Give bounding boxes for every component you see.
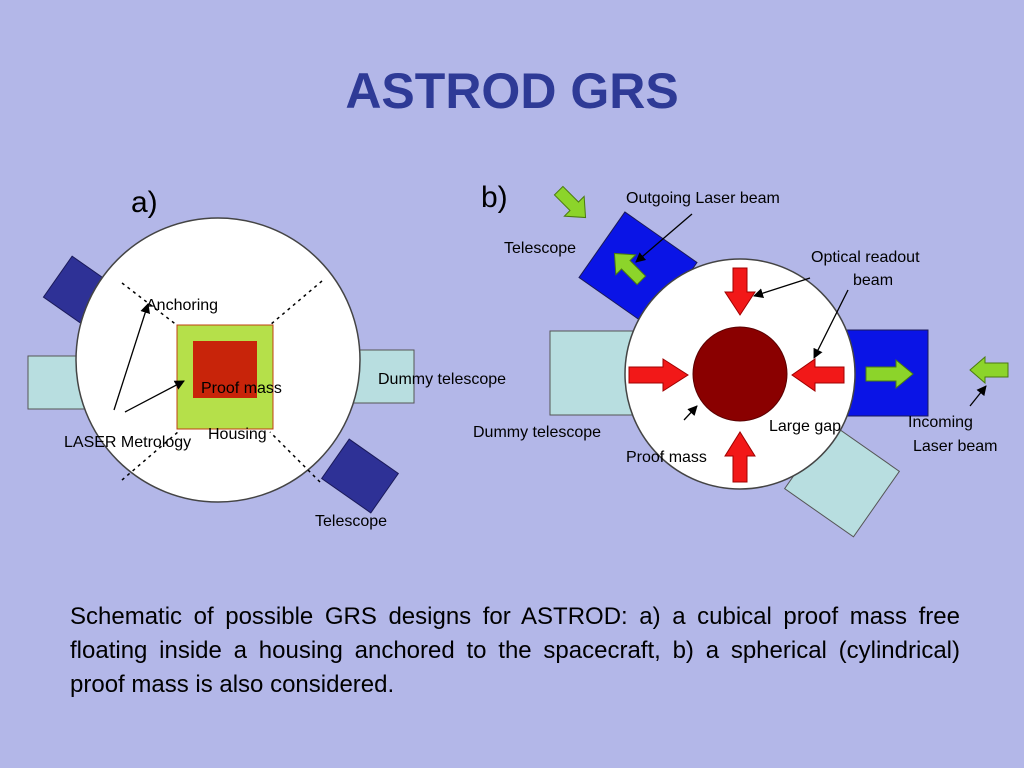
telescope-label-a: Telescope xyxy=(315,513,388,530)
optical-readout-label-2: beam xyxy=(853,272,894,289)
spherical-proof-mass xyxy=(692,326,788,422)
optical-readout-label-1: Optical readout xyxy=(811,249,920,266)
cubical-proof-mass xyxy=(193,341,257,398)
panel-b-label: b) xyxy=(481,181,508,214)
telescope-a-lower xyxy=(320,438,400,514)
large-gap-label: Large gap xyxy=(769,418,842,435)
readout-arrow-bottom xyxy=(724,431,756,483)
dummy-telescope-label-b: Dummy telescope xyxy=(473,424,602,441)
anchoring-pointer xyxy=(113,303,151,411)
panel-b-diagram xyxy=(549,185,1009,538)
dummy-telescope-a-right xyxy=(351,349,415,404)
outgoing-beam-label: Outgoing Laser beam xyxy=(626,190,780,207)
slide-title: ASTROD GRS xyxy=(345,63,679,119)
housing-label: Housing xyxy=(208,426,267,443)
proof-mass-label-b: Proof mass xyxy=(626,449,707,466)
metrology-pointer xyxy=(124,380,185,413)
incoming-pointer xyxy=(969,385,987,407)
incoming-beam-arrow-outside xyxy=(969,355,1009,385)
readout-pointer-1 xyxy=(753,277,811,299)
outgoing-beam-arrow-inside xyxy=(613,252,647,286)
laser-metrology-label: LASER Metrology xyxy=(64,434,192,451)
readout-arrow-left xyxy=(628,358,689,392)
readout-arrow-right xyxy=(791,358,845,392)
readout-arrow-top xyxy=(724,267,756,316)
readout-pointer-2 xyxy=(813,289,849,359)
gap-pointer xyxy=(683,405,698,421)
panel-a-diagram xyxy=(27,217,415,514)
incoming-beam-arrow-inside xyxy=(865,358,914,390)
dummy-telescope-label-a: Dummy telescope xyxy=(378,371,507,388)
anchoring-label: Anchoring xyxy=(146,297,219,314)
slide-caption: Schematic of possible GRS designs for AS… xyxy=(70,603,960,698)
telescope-label-b: Telescope xyxy=(504,240,577,257)
outgoing-pointer xyxy=(635,213,693,263)
incoming-beam-label-1: Incoming xyxy=(908,414,973,431)
proof-mass-label-a: Proof mass xyxy=(201,380,282,397)
outgoing-beam-arrow-outside xyxy=(553,185,587,219)
incoming-beam-label-2: Laser beam xyxy=(913,438,998,455)
grs-diagram xyxy=(27,185,1009,538)
panel-a-label: a) xyxy=(131,186,158,219)
